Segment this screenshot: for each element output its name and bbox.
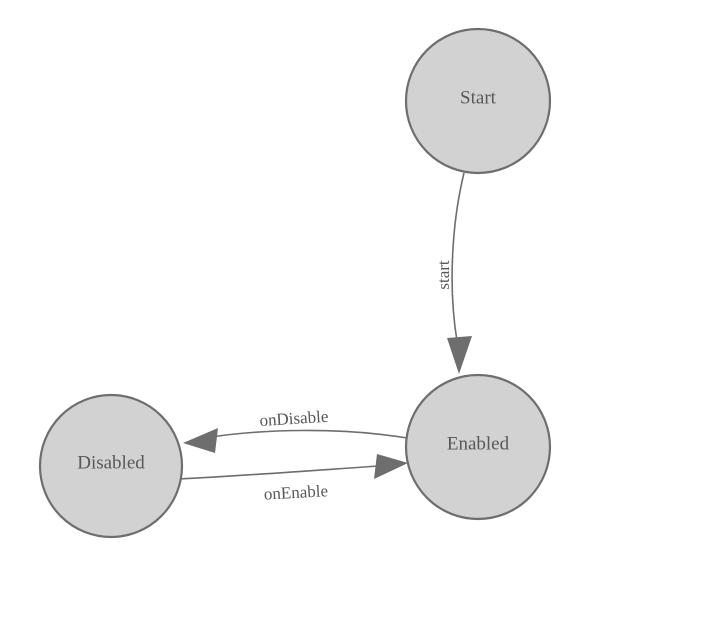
node-disabled-circle <box>38 393 184 539</box>
edge-enabled-to-disabled-path <box>204 429 408 439</box>
node-enabled[interactable]: Enabled <box>404 373 552 521</box>
node-disabled-label: Disabled <box>77 452 145 473</box>
edge-disabled-to-enabled[interactable]: onEnable <box>178 454 408 504</box>
edge-enabled-to-disabled[interactable]: onDisable <box>183 407 408 453</box>
edge-start-to-enabled[interactable]: start <box>434 172 472 374</box>
node-start[interactable]: Start <box>404 27 552 175</box>
edge-label-ondisable: onDisable <box>259 407 329 430</box>
edge-label-onenable: onEnable <box>263 481 328 503</box>
edge-disabled-to-enabled-arrowhead <box>374 454 408 479</box>
node-enabled-circle <box>404 373 552 521</box>
edge-enabled-to-disabled-arrowhead <box>183 428 218 453</box>
node-disabled[interactable]: Disabled <box>38 393 184 539</box>
node-enabled-label: Enabled <box>447 433 510 454</box>
edge-start-to-enabled-arrowhead <box>447 336 472 374</box>
edge-disabled-to-enabled-path <box>178 465 380 480</box>
node-start-label: Start <box>460 87 497 108</box>
edge-start-to-enabled-path <box>451 172 465 342</box>
edge-label-start: start <box>434 260 453 290</box>
node-start-circle <box>404 27 552 175</box>
